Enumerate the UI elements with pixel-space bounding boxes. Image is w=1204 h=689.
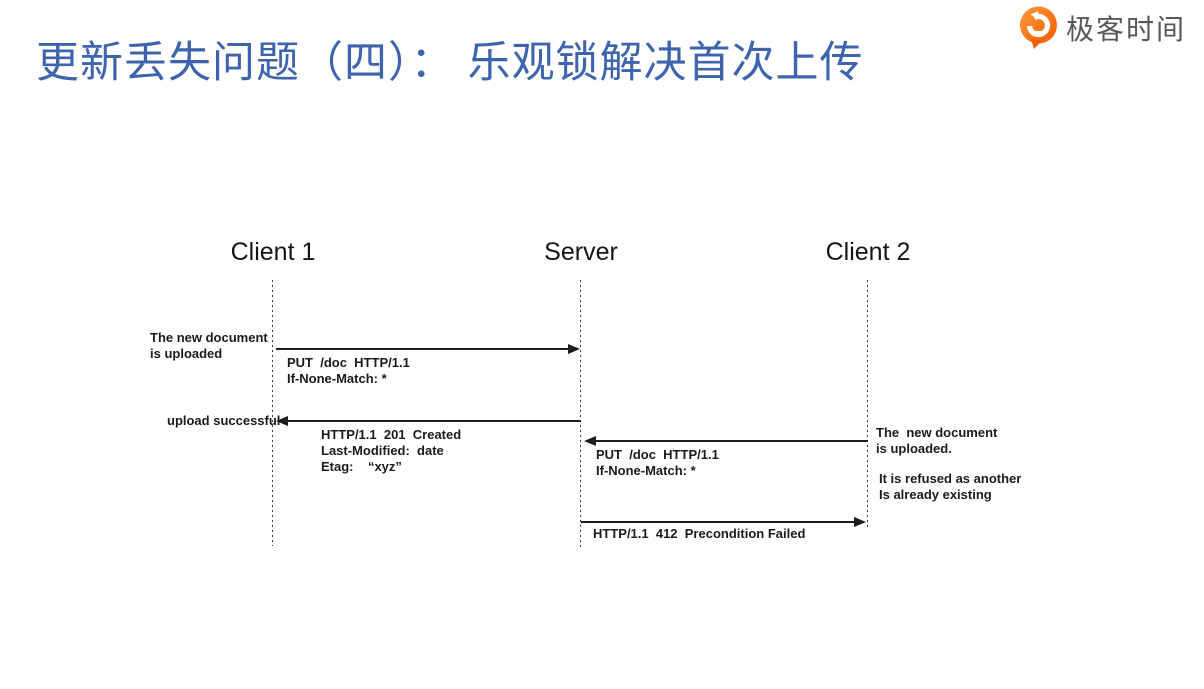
arrowhead-left-icon — [276, 416, 288, 426]
message-label-412: HTTP/1.1 412 Precondition Failed — [593, 526, 806, 541]
lifeline-client2 — [867, 280, 869, 528]
annotation-upload-successful: upload successful — [167, 413, 281, 428]
message-arrow-412 — [581, 521, 855, 523]
message-label-201: HTTP/1.1 201 Created Last-Modified: date… — [321, 427, 462, 474]
message-arrow-put2 — [595, 440, 868, 442]
geektime-logo-text: 极客时间 — [1065, 14, 1186, 45]
message-arrow-201 — [287, 420, 581, 422]
actor-label-client2: Client 2 — [825, 238, 911, 266]
actor-label-client1: Client 1 — [230, 238, 316, 266]
actor-label-server: Server — [544, 238, 618, 266]
lifeline-client1 — [272, 280, 274, 546]
lifeline-server — [580, 280, 582, 548]
message-label-put1: PUT /doc HTTP/1.1 If-None-Match: * — [287, 355, 410, 386]
message-label-put2: PUT /doc HTTP/1.1 If-None-Match: * — [596, 447, 719, 478]
arrowhead-right-icon — [568, 344, 580, 354]
geektime-logo-icon — [1019, 6, 1057, 49]
message-arrow-put1 — [276, 348, 570, 350]
annotation-client1-upload: The new document is uploaded — [150, 330, 268, 361]
arrowhead-left-icon — [584, 436, 596, 446]
annotation-refused: It is refused as another Is already exis… — [879, 471, 1022, 502]
arrowhead-right-icon — [854, 517, 866, 527]
page-title: 更新丢失问题（四）： 乐观锁解决首次上传 — [36, 39, 864, 87]
geektime-logo: 极客时间 — [1018, 6, 1186, 50]
annotation-client2-upload: The new document is uploaded. — [876, 425, 998, 456]
